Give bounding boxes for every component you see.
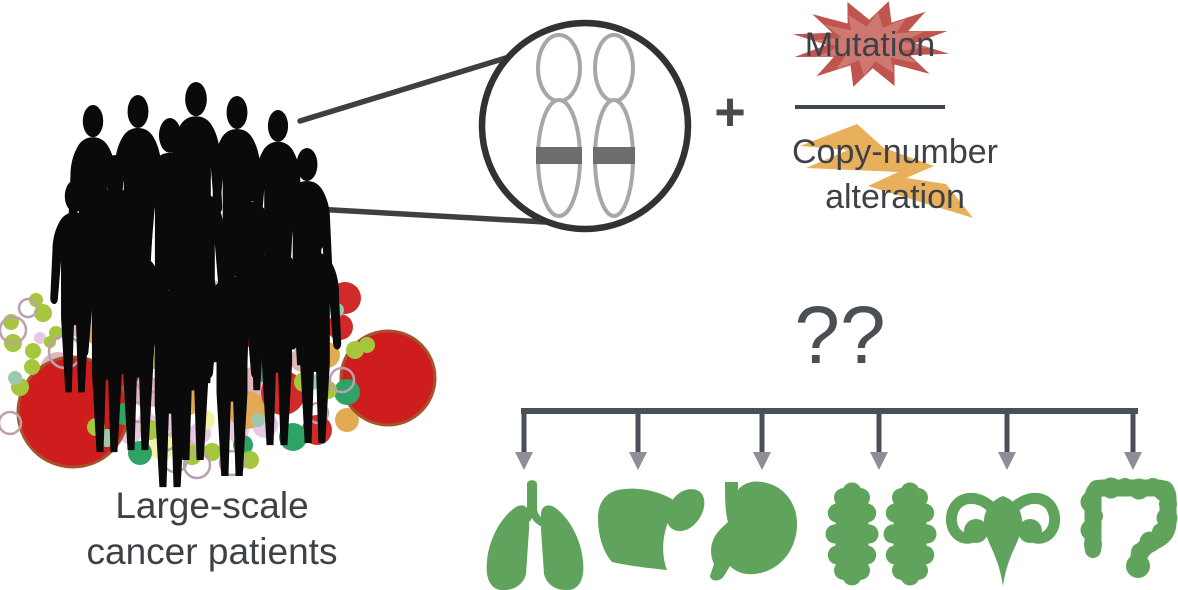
arrow-stem: [1130, 408, 1136, 452]
branch-arrows: [515, 408, 1142, 470]
person-silhouette: [50, 180, 100, 393]
mutation-label: Mutation: [804, 26, 936, 64]
mutation-starburst-icon: [793, 1, 949, 87]
arrow-stem: [876, 408, 882, 452]
copy-number-line1: Copy-number: [792, 133, 998, 171]
plus-sign: +: [714, 82, 746, 142]
arrow-head: [629, 452, 647, 470]
arrow-stem: [1004, 408, 1010, 452]
person-silhouette: [143, 118, 197, 348]
copy-number-lightning-icon: [800, 124, 973, 218]
person-silhouette: [142, 255, 198, 488]
copy-number-line2: alteration: [825, 178, 965, 216]
arrow-head: [753, 452, 771, 470]
crowd-caption-line2: cancer patients: [86, 531, 338, 572]
copy-number-alteration-label: Copy-number alteration: [765, 130, 1025, 220]
question-marks: ??: [794, 290, 886, 381]
arrow-stem: [521, 408, 527, 452]
arrow-head: [870, 452, 888, 470]
stomach-icon: [710, 481, 798, 581]
person-silhouette: [250, 216, 304, 446]
uterus-icon: [945, 492, 1061, 586]
person-silhouette: [204, 241, 260, 477]
crowd-caption: Large-scale cancer patients: [42, 483, 382, 575]
chromosome-magnifier-circle: [478, 19, 692, 233]
arrow-stem: [635, 408, 641, 452]
colon-icon: [1080, 477, 1178, 578]
arrow-stem: [759, 408, 765, 452]
liver-icon: [598, 488, 705, 570]
lungs-icon: [486, 480, 584, 590]
arrow-head: [998, 452, 1016, 470]
arrow-head: [515, 452, 533, 470]
callout-lines: [297, 54, 548, 225]
brain-icon: [825, 482, 937, 586]
arrow-head: [1124, 452, 1142, 470]
chromosome-band: [536, 147, 635, 164]
person-silhouette: [288, 218, 342, 444]
crowd-caption-line1: Large-scale: [115, 485, 309, 526]
patient-crowd-silhouettes: [50, 82, 342, 488]
